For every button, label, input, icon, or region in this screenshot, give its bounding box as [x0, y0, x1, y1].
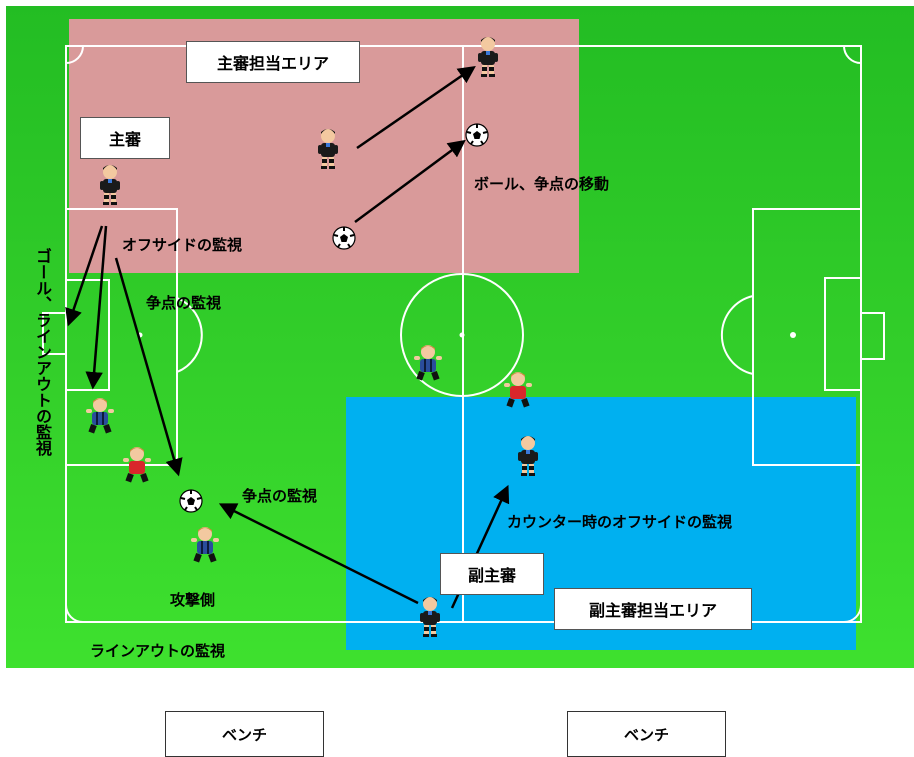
arrow-icon [218, 503, 419, 605]
attacking-side-annotation: 攻撃側 [170, 591, 216, 609]
contest-watch-annotation: 争点の監視 [242, 487, 318, 505]
player-figure-icon [86, 398, 114, 434]
player-figure-icon [504, 372, 532, 408]
arrow-icon [65, 225, 104, 327]
soccer-ball-icon [179, 489, 203, 513]
referee-label: 主審 [80, 117, 170, 159]
arrow-icon [356, 66, 476, 150]
main-area-label: 主審担当エリア [186, 41, 360, 83]
bench-left: ベンチ [165, 711, 324, 757]
goal-lineout-annotation: ゴール、ラインアウトの監視 [33, 248, 52, 456]
referee-figure-icon [518, 436, 538, 476]
arrow-icon [354, 139, 466, 224]
arrow-icon [114, 257, 183, 477]
counter-offside-annotation: カウンター時のオフサイドの監視 [507, 513, 733, 531]
contest-watch-annotation: 争点の監視 [146, 294, 222, 312]
referee-figure-icon [318, 129, 338, 169]
bench-right: ベンチ [567, 711, 726, 757]
player-figure-icon [191, 527, 219, 563]
soccer-ball-icon [332, 226, 356, 250]
referee-figure-icon [420, 597, 440, 637]
ball-move-annotation: ボール、争点の移動 [474, 175, 610, 193]
soccer-ball-icon [465, 123, 489, 147]
lineout-watch-annotation: ラインアウトの監視 [90, 642, 226, 660]
offside-watch-annotation: オフサイドの監視 [122, 236, 243, 254]
arrow-icon [85, 225, 108, 390]
referee-figure-icon [478, 37, 498, 77]
assistant-label: 副主審 [440, 553, 544, 595]
player-figure-icon [414, 345, 442, 381]
assistant-area-label: 副主審担当エリア [554, 588, 752, 630]
referee-figure-icon [100, 165, 120, 205]
